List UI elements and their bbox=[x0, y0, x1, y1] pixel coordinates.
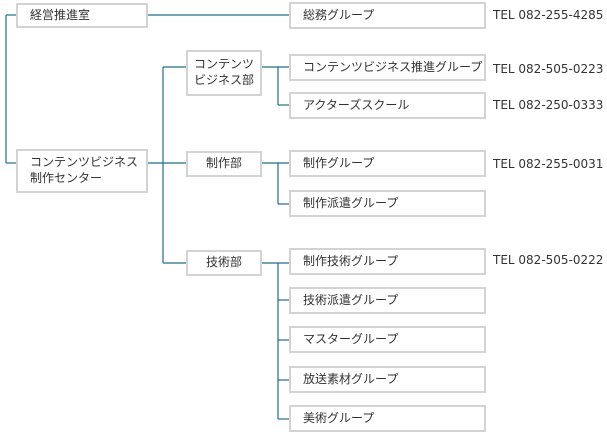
phone-content-group: TEL 082-505-0223 bbox=[493, 62, 604, 76]
node-seisaku-group: 制作グループ bbox=[289, 150, 486, 177]
node-somu-label: 総務グループ bbox=[303, 7, 375, 22]
node-keiei-label: 経営推進室 bbox=[30, 7, 91, 22]
node-actors: アクターズスクール bbox=[289, 92, 486, 119]
node-bijutsu: 美術グループ bbox=[289, 405, 486, 432]
node-gijutsu-dept-label: 技術部 bbox=[205, 255, 242, 270]
node-center: コンテンツビジネス 制作センター bbox=[16, 149, 148, 193]
phone-actors: TEL 082-250-0333 bbox=[493, 98, 604, 112]
phone-seisaku-gijutsu: TEL 082-505-0222 bbox=[493, 253, 604, 267]
node-gijutsu-haken: 技術派遣グループ bbox=[289, 287, 486, 314]
phone-seisaku-group: TEL 082-255-0031 bbox=[493, 157, 604, 171]
node-master-label: マスターグループ bbox=[303, 331, 399, 346]
node-bijutsu-label: 美術グループ bbox=[303, 410, 375, 425]
node-keiei: 経営推進室 bbox=[16, 3, 148, 28]
node-actors-label: アクターズスクール bbox=[303, 97, 410, 112]
node-content-group: コンテンツビジネス推進グループ bbox=[289, 54, 486, 81]
phone-somu: TEL 082-255-4285 bbox=[493, 8, 604, 22]
node-center-label: コンテンツビジネス 制作センター bbox=[30, 155, 139, 185]
node-seisaku-gijutsu: 制作技術グループ bbox=[289, 248, 486, 275]
node-seisaku-dept: 制作部 bbox=[186, 151, 262, 177]
node-hoso-sozai: 放送素材グループ bbox=[289, 366, 486, 393]
node-seisaku-gijutsu-label: 制作技術グループ bbox=[303, 253, 399, 268]
node-master: マスターグループ bbox=[289, 326, 486, 353]
node-gijutsu-dept: 技術部 bbox=[186, 250, 262, 276]
node-content-group-label: コンテンツビジネス推進グループ bbox=[303, 59, 483, 74]
node-seisaku-haken: 制作派遣グループ bbox=[289, 190, 486, 217]
node-seisaku-group-label: 制作グループ bbox=[303, 155, 375, 170]
node-seisaku-dept-label: 制作部 bbox=[205, 156, 242, 171]
node-somu: 総務グループ bbox=[289, 2, 486, 29]
node-content-dept-label: コンテンツ ビジネス部 bbox=[193, 57, 254, 87]
node-gijutsu-haken-label: 技術派遣グループ bbox=[303, 292, 399, 307]
node-content-dept: コンテンツ ビジネス部 bbox=[186, 50, 262, 96]
node-hoso-sozai-label: 放送素材グループ bbox=[303, 371, 399, 386]
node-seisaku-haken-label: 制作派遣グループ bbox=[303, 195, 399, 210]
